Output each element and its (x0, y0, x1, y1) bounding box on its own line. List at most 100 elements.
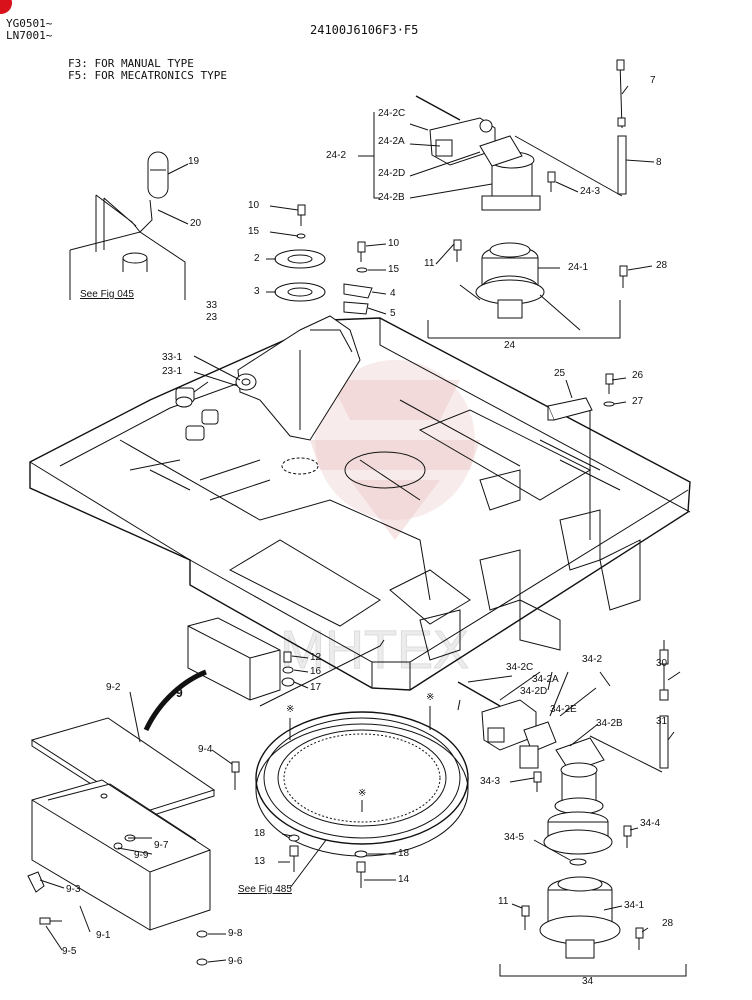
callout-16: 16 (310, 666, 322, 677)
callout-9-9: 9-9 (134, 850, 149, 861)
callout-20: 20 (190, 218, 202, 229)
swing-reducer-24-1 (475, 242, 545, 319)
callout-24-2d: 24-2D (378, 168, 406, 179)
callout-31: 31 (656, 716, 668, 727)
swing-reducer-34-1 (539, 876, 621, 959)
callout-9: 9 (176, 686, 183, 700)
callout-4: 4 (390, 288, 396, 299)
callout-28b: 28 (662, 918, 674, 929)
callout-33: 33 (206, 300, 218, 311)
callout-27: 27 (632, 396, 644, 407)
callout-23-1: 23-1 (162, 366, 183, 377)
callout-9-7: 9-7 (154, 840, 169, 851)
part-number-title: 24100J6106F3·F5 (310, 23, 419, 37)
callout-9-5: 9-5 (62, 946, 77, 957)
boom-bracket-33 (235, 315, 361, 441)
toolbox-9-1 (27, 761, 240, 966)
callout-3: 3 (254, 286, 260, 297)
callout-34-1: 34-1 (624, 900, 645, 911)
callout-34-2e: 34-2E (550, 704, 577, 715)
callout-11b: 11 (498, 896, 509, 907)
watermark-text: MHTEX (280, 620, 469, 680)
callout-23: 23 (206, 312, 218, 323)
bracket-25 (547, 373, 615, 421)
callout-2: 2 (254, 253, 260, 264)
callout-18b: 18 (398, 848, 410, 859)
bar-31 (659, 715, 669, 769)
callout-12: 12 (310, 652, 322, 663)
callout-34-2c: 34-2C (506, 662, 534, 673)
bracket-24-leaders (358, 112, 623, 339)
swing-motor-34-2 (519, 737, 605, 815)
callout-18a: 18 (254, 828, 266, 839)
callout-15b: 15 (388, 264, 400, 275)
callout-34-3: 34-3 (480, 776, 501, 787)
watermark-logo (310, 360, 480, 540)
sight-glass-19 (147, 151, 169, 199)
callout-19: 19 (188, 156, 200, 167)
callout-24: 24 (504, 340, 516, 351)
leader-lines (39, 85, 681, 963)
callout-10a: 10 (248, 200, 260, 211)
swing-motor-24-2 (479, 135, 541, 211)
bar-8 (617, 135, 627, 195)
callout-9-8: 9-8 (228, 928, 243, 939)
control-valve-24-2a (415, 95, 496, 166)
tank-outline (69, 194, 186, 300)
callout-10b: 10 (388, 238, 400, 249)
arrow-9 (143, 669, 207, 732)
star-mark-3: ※ (358, 788, 367, 799)
callout-24-2: 24-2 (326, 150, 347, 161)
corner-badge (0, 0, 12, 14)
callout-24-2b: 24-2B (378, 192, 405, 203)
callout-28a: 28 (656, 260, 668, 271)
bolts-bearing (288, 834, 368, 888)
note-manual-type: F3: FOR MANUAL TYPE (68, 57, 194, 70)
callout-9-4: 9-4 (198, 744, 213, 755)
bolts-lower (521, 771, 644, 950)
callout-11a: 11 (424, 258, 435, 269)
callout-34-2d: 34-2D (520, 686, 548, 697)
star-mark-1: ※ (286, 704, 295, 715)
bolts-small-upper (274, 171, 628, 315)
rod-30 (659, 640, 669, 701)
callout-25: 25 (554, 368, 566, 379)
note-mecatronics-type: F5: FOR MECATRONICS TYPE (68, 69, 227, 82)
star-mark-2: ※ (426, 692, 435, 703)
callout-7: 7 (650, 75, 656, 86)
callout-24-2c: 24-2C (378, 108, 406, 119)
callout-30: 30 (656, 658, 668, 669)
callout-9-6: 9-6 (228, 956, 243, 967)
callout-15a: 15 (248, 226, 260, 237)
callout-24-3: 24-3 (580, 186, 601, 197)
control-valve-34-2a (457, 681, 557, 753)
rod-7 (616, 59, 626, 129)
callout-17: 17 (310, 682, 322, 693)
callout-34-2: 34-2 (582, 654, 603, 665)
under-cover-box (187, 617, 295, 701)
callout-24-2a: 24-2A (378, 136, 405, 147)
callout-34-5: 34-5 (504, 832, 525, 843)
model-serial-1: YG0501~ (6, 17, 53, 30)
leaders-34 (457, 671, 687, 977)
callout-13: 13 (254, 856, 266, 867)
swing-bearing (255, 711, 469, 857)
model-serial-2: LN7001~ (6, 29, 53, 42)
callout-9-2: 9-2 (106, 682, 121, 693)
callout-24-1: 24-1 (568, 262, 589, 273)
callout-8: 8 (656, 157, 662, 168)
callout-34: 34 (582, 976, 594, 987)
see-fig-485-link[interactable]: See Fig 485 (238, 884, 292, 895)
callout-14: 14 (398, 874, 410, 885)
callout-33-1: 33-1 (162, 352, 183, 363)
callout-9-1: 9-1 (96, 930, 111, 941)
callout-34-2a: 34-2A (532, 674, 559, 685)
callout-26: 26 (632, 370, 644, 381)
callout-9-3: 9-3 (66, 884, 81, 895)
callout-5: 5 (390, 308, 396, 319)
bushings-33-1 (175, 387, 219, 441)
callout-34-2b: 34-2B (596, 718, 623, 729)
see-fig-045-link[interactable]: See Fig 045 (80, 289, 134, 300)
swing-reducer-34-1a (543, 811, 613, 855)
